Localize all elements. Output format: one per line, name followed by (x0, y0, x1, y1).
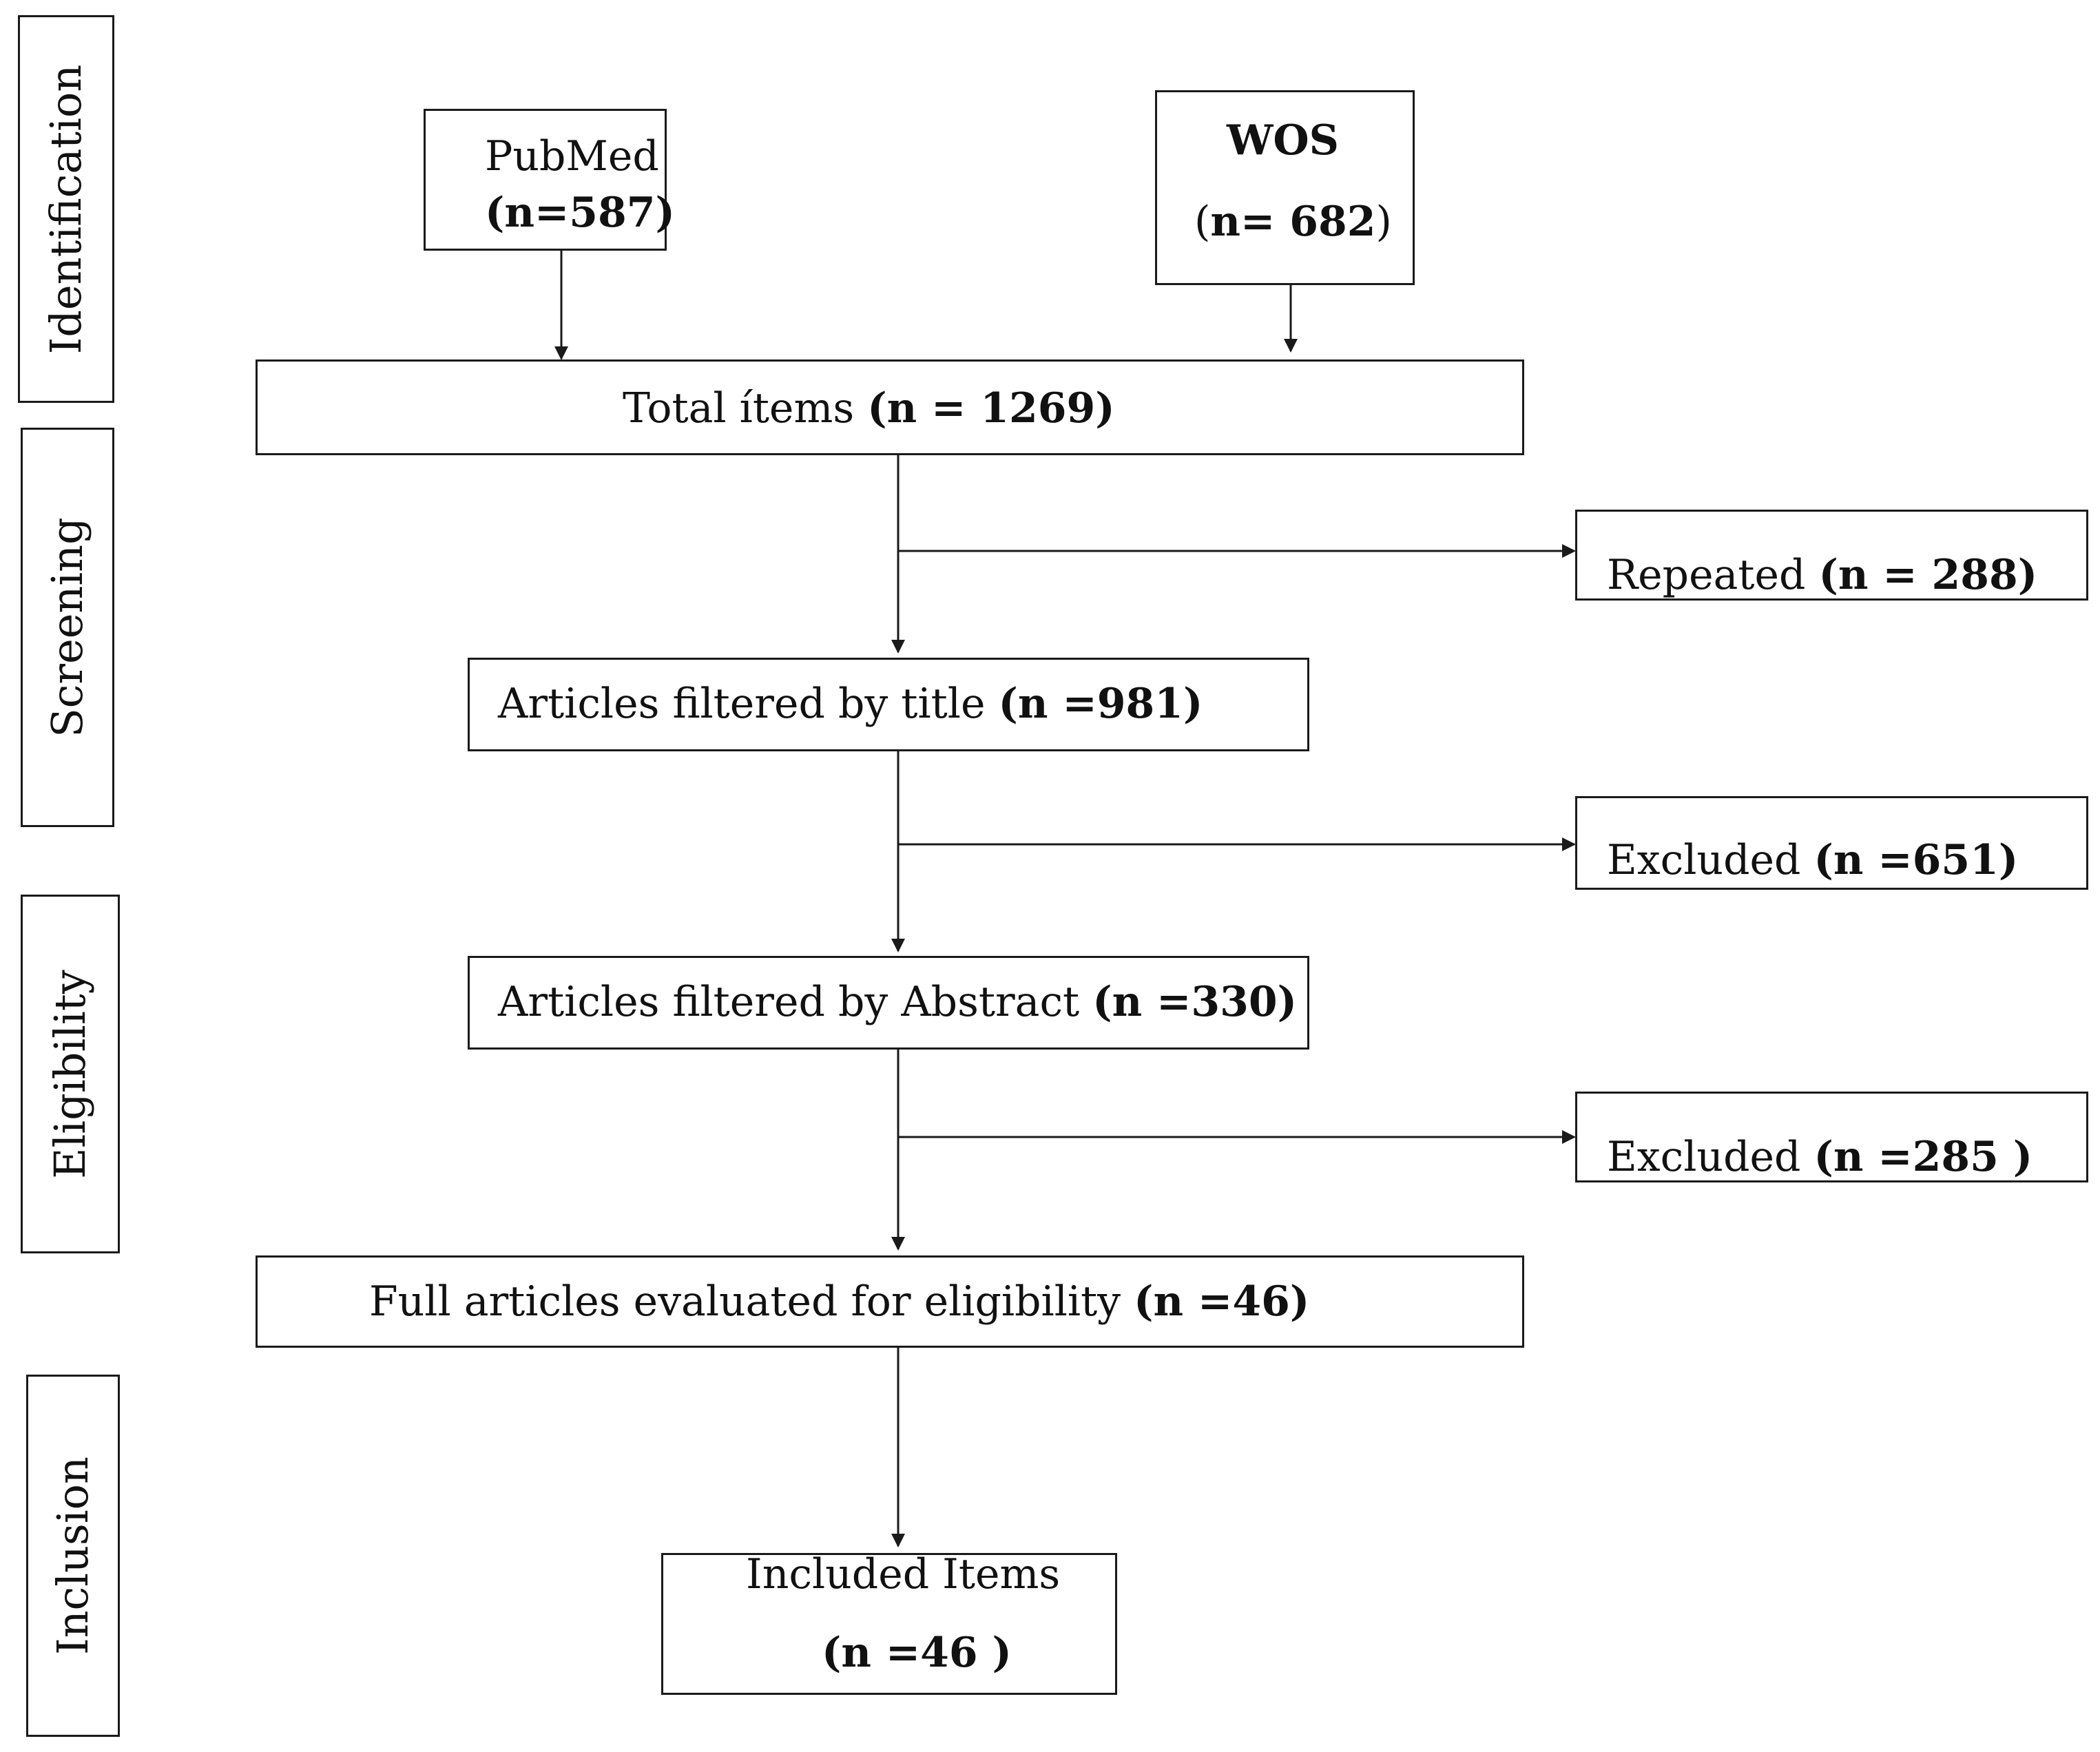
title-filter-label: Articles filtered by title (498, 680, 986, 728)
wos-count: (n= 682) (1194, 201, 1392, 242)
pubmed-box: PubMed (n=587) (424, 109, 675, 251)
repeated-label: Repeated (1607, 551, 1806, 599)
excluded-abstract-text: Excluded (n =285 ) (1607, 1136, 2033, 1178)
abstract-filter-count: (n =330) (1092, 978, 1298, 1026)
wos-box: WOS (n= 682) (1155, 90, 1415, 285)
abstract-filter-box: Articles filtered by Abstract (n =330) (468, 956, 1309, 1050)
included-items-count: (n =46 ) (822, 1629, 1012, 1677)
title-filter-text: Articles filtered by title (n =981) (498, 683, 1203, 724)
wos-name: WOS (1227, 116, 1339, 165)
repeated-box: Repeated (n = 288) (1575, 510, 2088, 601)
pubmed-name: PubMed (485, 132, 659, 180)
excluded-title-text: Excluded (n =651) (1607, 840, 2018, 881)
full-articles-label: Full articles evaluated for eligibility (369, 1278, 1121, 1326)
pubmed-count: (n=587) (485, 189, 675, 237)
included-items-label: Included Items (746, 1550, 1061, 1598)
full-articles-count: (n =46) (1134, 1278, 1310, 1326)
abstract-filter-label: Articles filtered by Abstract (498, 978, 1080, 1026)
excluded-abstract-count: (n =285 ) (1813, 1133, 2033, 1181)
excluded-abstract-box: Excluded (n =285 ) (1575, 1092, 2088, 1182)
total-items-box: Total ítems (n = 1269) (256, 359, 1524, 455)
total-items-count: (n = 1269) (867, 384, 1115, 432)
full-articles-text: Full articles evaluated for eligibility … (369, 1281, 1309, 1322)
abstract-filter-text: Articles filtered by Abstract (n =330) (498, 981, 1297, 1023)
full-articles-box: Full articles evaluated for eligibility … (256, 1255, 1524, 1348)
wos-count-suffix: ) (1375, 198, 1392, 246)
repeated-count: (n = 288) (1818, 551, 2038, 599)
repeated-text: Repeated (n = 288) (1607, 554, 2037, 596)
title-filter-count: (n =981) (998, 680, 1203, 728)
stage-identification: Identification (18, 15, 114, 403)
stage-identification-label: Identification (41, 64, 91, 354)
wos-count-prefix: ( (1194, 198, 1211, 246)
excluded-title-count: (n =651) (1813, 836, 2019, 884)
total-items-text: Total ítems (n = 1269) (623, 388, 1115, 429)
wos-count-value: n= 682 (1210, 198, 1376, 246)
title-filter-box: Articles filtered by title (n =981) (468, 658, 1309, 751)
stage-eligibility: Eligibility (21, 895, 120, 1253)
stage-eligibility-label: Eligibility (45, 969, 95, 1179)
stage-inclusion: Inclusion (26, 1375, 120, 1737)
total-items-label: Total ítems (623, 384, 855, 432)
stage-inclusion-label: Inclusion (48, 1457, 98, 1655)
stage-screening-label: Screening (42, 517, 92, 738)
excluded-abstract-label: Excluded (1607, 1133, 1801, 1181)
excluded-title-label: Excluded (1607, 836, 1801, 884)
stage-screening: Screening (21, 428, 114, 827)
excluded-title-box: Excluded (n =651) (1575, 796, 2088, 890)
included-items-box: Included Items (n =46 ) (661, 1553, 1117, 1695)
